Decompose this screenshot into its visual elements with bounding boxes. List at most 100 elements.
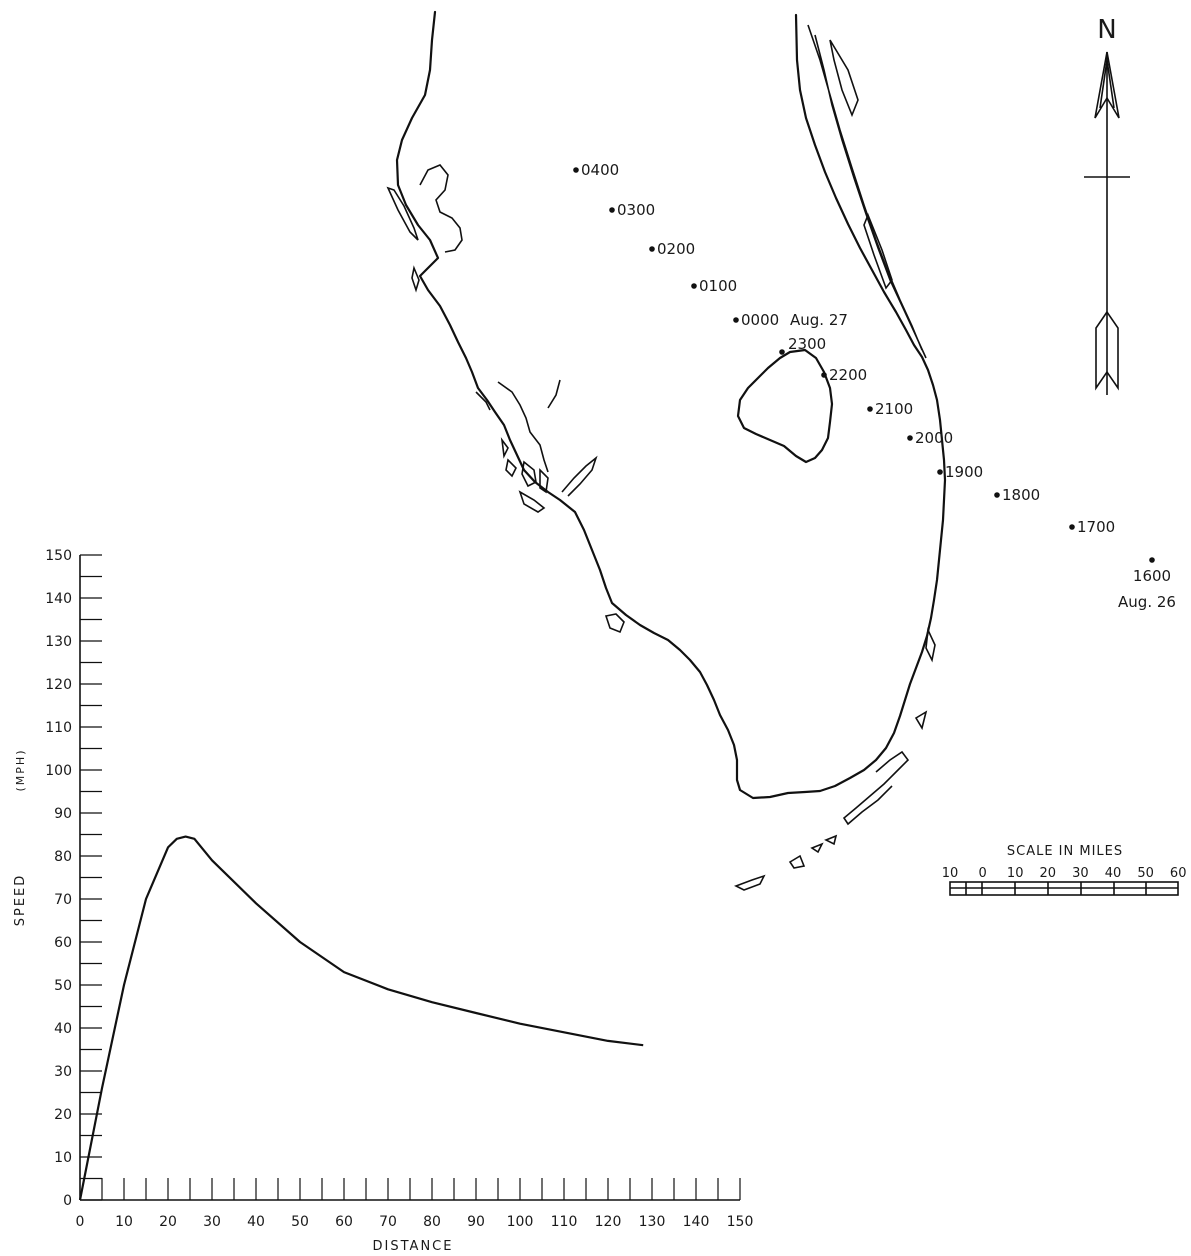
speed-curve bbox=[78, 835, 644, 1201]
track-point-marker bbox=[937, 469, 943, 475]
florida-map bbox=[386, 10, 947, 891]
x-axis-label: DISTANCE bbox=[373, 1239, 454, 1254]
x-tick-label: 140 bbox=[683, 1214, 710, 1230]
track-point-time: 2200 bbox=[829, 366, 867, 384]
x-tick-label: 120 bbox=[595, 1214, 622, 1230]
west-island-3 bbox=[521, 460, 537, 488]
y-tick-label: 140 bbox=[45, 591, 72, 607]
track-point-time: 0300 bbox=[617, 201, 655, 219]
florida-keys bbox=[842, 750, 910, 826]
x-tick-label: 70 bbox=[379, 1214, 397, 1230]
x-tick-label: 130 bbox=[639, 1214, 666, 1230]
track-point-time: 1700 bbox=[1077, 518, 1115, 536]
x-tick-labels: 0 10 20 30 40 50 60 70 80 90 100 110 120 130 140 150 bbox=[76, 1214, 754, 1230]
west-island-1 bbox=[500, 437, 509, 459]
key-3 bbox=[788, 854, 806, 869]
track-point-marker bbox=[907, 435, 913, 441]
scale-tick-label: 20 bbox=[1040, 866, 1057, 881]
track-point-marker bbox=[609, 207, 615, 213]
west-island-4 bbox=[539, 468, 549, 494]
track-point-time: 2300 bbox=[788, 335, 826, 353]
x-tick-label: 110 bbox=[551, 1214, 578, 1230]
track-point-marker bbox=[779, 349, 785, 355]
north-label: N bbox=[1097, 15, 1116, 45]
y-tick-label: 100 bbox=[45, 763, 72, 779]
x-tick-label: 10 bbox=[115, 1214, 133, 1230]
scale-tick-label: 0 bbox=[978, 866, 986, 881]
chart-axes bbox=[79, 554, 741, 1201]
y-tick-label: 80 bbox=[54, 849, 72, 865]
track-point-marker bbox=[1069, 524, 1075, 530]
track-point-time: 0200 bbox=[657, 240, 695, 258]
x-tick-label: 30 bbox=[203, 1214, 221, 1230]
track-point-marker bbox=[573, 167, 579, 173]
track-point-marker bbox=[691, 283, 697, 289]
bay-outline bbox=[419, 164, 463, 253]
y-tick-label: 130 bbox=[45, 634, 72, 650]
y-tick-label: 60 bbox=[54, 935, 72, 951]
track-point-time: 2000 bbox=[915, 429, 953, 447]
y-tick-label: 40 bbox=[54, 1021, 72, 1037]
y-tick-label: 50 bbox=[54, 978, 72, 994]
lake-okeechobee bbox=[736, 348, 834, 464]
y-tick-label: 20 bbox=[54, 1107, 72, 1123]
y-axis-unit: (MPH) bbox=[14, 749, 27, 792]
west-island-2 bbox=[505, 458, 517, 478]
y-tick-label: 0 bbox=[63, 1193, 72, 1209]
track-point-time: 0000 bbox=[741, 311, 779, 329]
scale-tick-label: 10 bbox=[942, 866, 959, 881]
track-point-time: 1900 bbox=[945, 463, 983, 481]
east-island-2 bbox=[914, 710, 928, 731]
scale-title: SCALE IN MILES bbox=[1007, 844, 1123, 859]
y-axis-label: SPEED bbox=[13, 874, 28, 927]
track-point-date: Aug. 27 bbox=[790, 311, 848, 329]
east-island-1 bbox=[925, 627, 936, 663]
x-tick-label: 100 bbox=[507, 1214, 534, 1230]
x-tick-label: 150 bbox=[727, 1214, 754, 1230]
track-point-marker bbox=[1149, 557, 1155, 563]
scale-tick-label: 60 bbox=[1170, 866, 1187, 881]
y-tick-label: 150 bbox=[45, 548, 72, 564]
track-point-marker bbox=[994, 492, 1000, 498]
track-point-marker bbox=[733, 317, 739, 323]
x-tick-label: 90 bbox=[467, 1214, 485, 1230]
y-tick-label: 10 bbox=[54, 1150, 72, 1166]
track-point-time: 1600 bbox=[1133, 567, 1171, 585]
y-tick-label: 90 bbox=[54, 806, 72, 822]
west-island-5 bbox=[518, 490, 546, 513]
y-tick-label: 110 bbox=[45, 720, 72, 736]
track-point-time: 1800 bbox=[1002, 486, 1040, 504]
barrier-island-west bbox=[386, 186, 419, 241]
key-2 bbox=[810, 842, 824, 854]
x-tick-label: 0 bbox=[76, 1214, 85, 1230]
x-tick-label: 20 bbox=[159, 1214, 177, 1230]
x-tick-label: 60 bbox=[335, 1214, 353, 1230]
track-point-date: Aug. 26 bbox=[1118, 593, 1176, 611]
speed-distance-chart: 0 10 20 30 40 50 60 70 80 90 100 110 120 130 140 150 0 1… bbox=[13, 548, 753, 1254]
florida-coastline bbox=[395, 10, 947, 800]
track-point-marker bbox=[821, 372, 827, 378]
track-point-marker bbox=[867, 406, 873, 412]
y-tick-label: 30 bbox=[54, 1064, 72, 1080]
west-estuary bbox=[475, 379, 561, 473]
x-tick-label: 50 bbox=[291, 1214, 309, 1230]
scale-tick-label: 10 bbox=[1007, 866, 1024, 881]
key-1 bbox=[824, 834, 838, 846]
east-lagoon bbox=[829, 39, 893, 290]
x-tick-label: 40 bbox=[247, 1214, 265, 1230]
x-tick-label: 80 bbox=[423, 1214, 441, 1230]
track-point-time: 2100 bbox=[875, 400, 913, 418]
east-barrier-islands bbox=[807, 24, 927, 359]
key-4 bbox=[734, 874, 766, 891]
track-point-marker bbox=[649, 246, 655, 252]
y-tick-label: 120 bbox=[45, 677, 72, 693]
cape-island bbox=[604, 613, 625, 634]
scale-tick-label: 30 bbox=[1072, 866, 1089, 881]
west-inlet bbox=[561, 455, 598, 497]
track-point-time: 0400 bbox=[581, 161, 619, 179]
scale-tick-label: 50 bbox=[1137, 866, 1154, 881]
